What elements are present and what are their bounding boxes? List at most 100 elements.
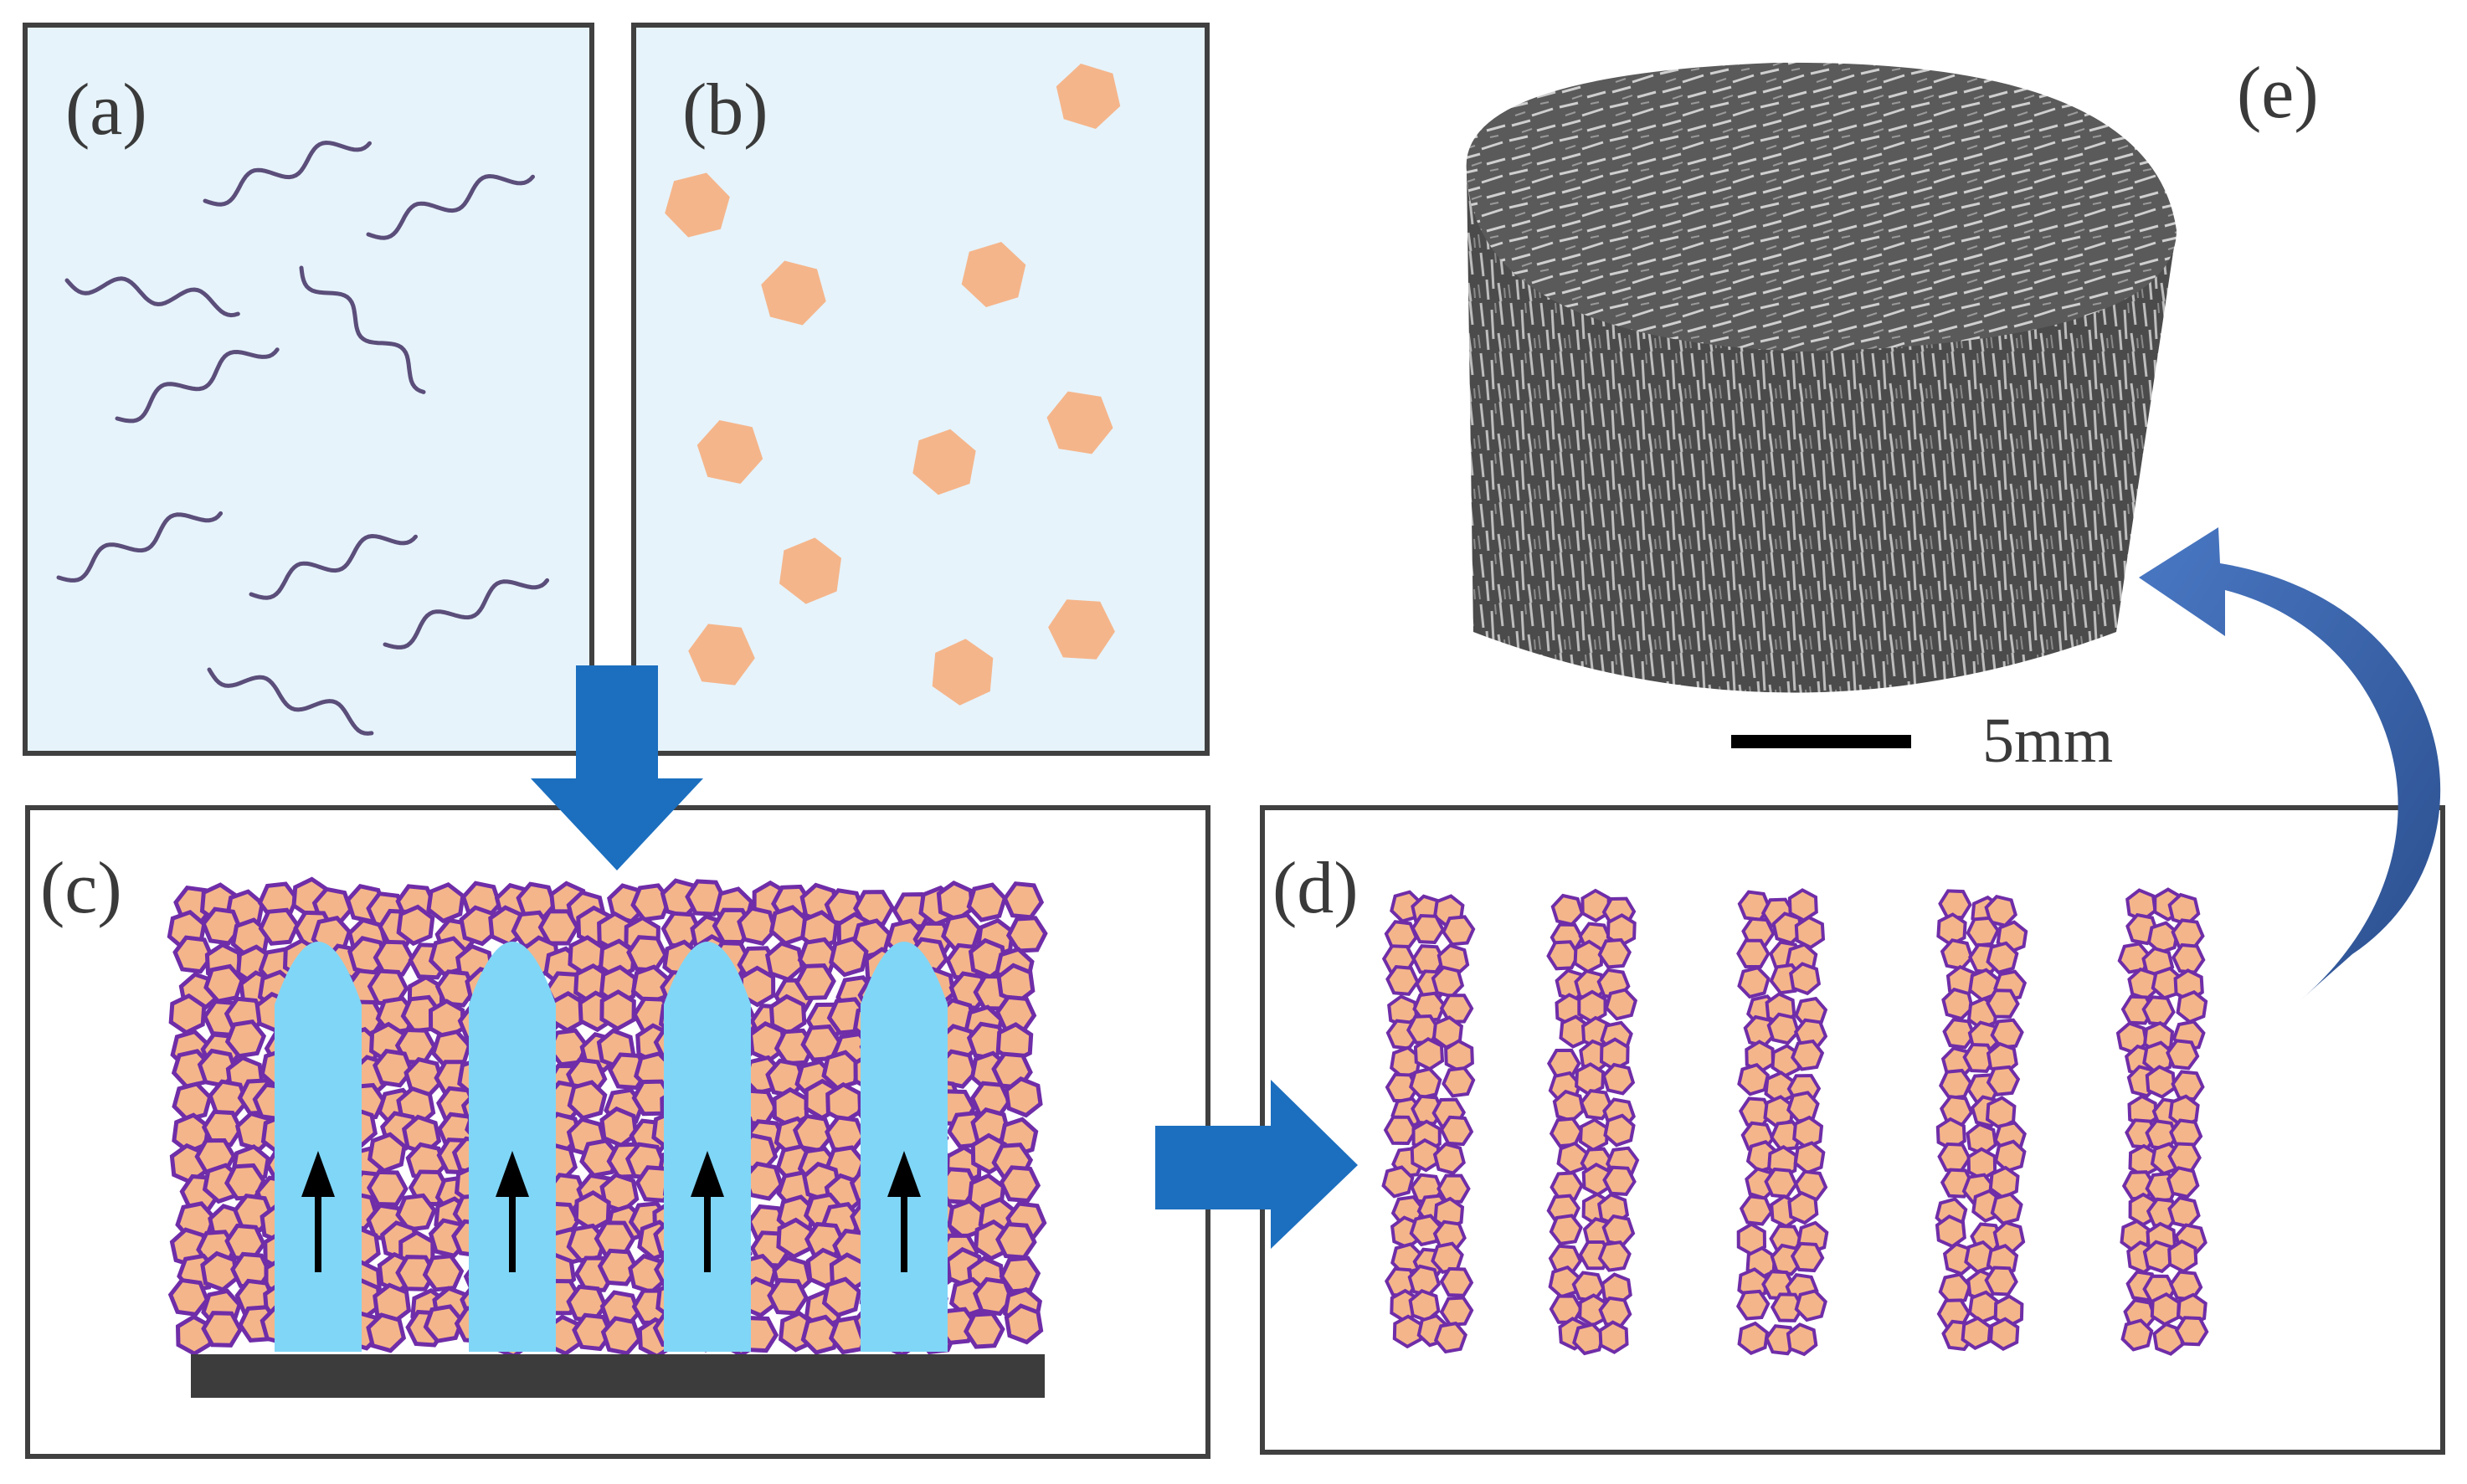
packed-particle bbox=[434, 969, 477, 1008]
lamella-particle bbox=[1598, 1320, 1629, 1354]
ceramic-particles bbox=[665, 64, 1121, 706]
lamella-particle bbox=[1961, 1316, 1992, 1350]
packed-particle bbox=[567, 1080, 608, 1121]
polymer-chain bbox=[299, 265, 426, 394]
lamella-particle bbox=[2145, 1065, 2177, 1099]
lamella-particle bbox=[2167, 1195, 2201, 1229]
ice-crystal bbox=[469, 942, 556, 1352]
lamella-particle bbox=[1739, 1194, 1774, 1226]
lamella-particle bbox=[2174, 1316, 2209, 1347]
lamella-particle bbox=[1432, 1142, 1466, 1175]
lamella-particle bbox=[1993, 1139, 2027, 1173]
lamella-particle bbox=[1411, 913, 1446, 945]
panel-d: (d) bbox=[1260, 805, 2445, 1455]
packed-particle bbox=[1004, 1303, 1044, 1345]
packed-particle bbox=[366, 1312, 407, 1353]
packed-particle bbox=[599, 989, 636, 1031]
packed-particle bbox=[737, 906, 778, 946]
scale-bar bbox=[1731, 735, 1911, 748]
lamella-particle bbox=[1597, 937, 1632, 969]
lamella-particle bbox=[2171, 942, 2206, 974]
lamella-particle bbox=[1990, 1192, 2023, 1225]
panel-d-label: (d) bbox=[1272, 848, 1359, 929]
growth-arrow-shaft bbox=[901, 1193, 907, 1272]
packed-particle bbox=[821, 1276, 862, 1318]
packed-particle bbox=[829, 936, 869, 978]
lamella-particle bbox=[2166, 1166, 2200, 1199]
packed-particle bbox=[597, 1248, 640, 1286]
sintered-lamellae bbox=[1381, 887, 2209, 1357]
lamella-particle bbox=[1935, 1214, 1966, 1249]
packed-particle bbox=[395, 1255, 437, 1291]
packed-particle bbox=[459, 905, 499, 947]
lamella-particle bbox=[1383, 1115, 1418, 1146]
lamella-particle bbox=[1737, 1321, 1770, 1355]
lamella-particle bbox=[1939, 1068, 1973, 1100]
packed-particle bbox=[224, 1019, 267, 1059]
packed-particle bbox=[966, 882, 1008, 922]
lamella-particle bbox=[1942, 1017, 1976, 1050]
lamella-particle bbox=[1439, 1115, 1474, 1147]
packed-particle bbox=[201, 1109, 244, 1148]
packed-particle bbox=[167, 1277, 210, 1317]
lamella-particle bbox=[2141, 995, 2176, 1027]
lamella-particle bbox=[2171, 1070, 2205, 1101]
lamella-particle bbox=[1597, 1240, 1632, 1272]
lamella-particle bbox=[2150, 1291, 2181, 1327]
particle-hexagon bbox=[761, 260, 826, 326]
polymer-chain bbox=[383, 578, 550, 650]
lamella-particle bbox=[1967, 1290, 2000, 1324]
lamella-particle bbox=[1577, 989, 1607, 1024]
panel-e: (e) 5mm bbox=[1466, 53, 2319, 776]
packed-particle bbox=[203, 963, 244, 1004]
panel-a: (a) bbox=[23, 23, 594, 756]
lamella-particle bbox=[1444, 1039, 1474, 1073]
lamella-particle bbox=[1580, 888, 1611, 923]
lamella-particle bbox=[2167, 1142, 2202, 1173]
lamella-particle bbox=[1737, 1062, 1771, 1096]
packed-particle bbox=[396, 904, 435, 947]
polymer-chain bbox=[56, 511, 224, 583]
packed-particle bbox=[767, 1278, 809, 1316]
packed-particle bbox=[764, 941, 805, 983]
curved-arrow-icon bbox=[2139, 527, 2441, 1000]
panel-a-label: (a) bbox=[65, 69, 147, 151]
packed-particle bbox=[964, 1312, 1005, 1349]
lamella-particle bbox=[1988, 1317, 2020, 1352]
particle-hexagon bbox=[961, 242, 1026, 307]
lamella-particle bbox=[1413, 1036, 1445, 1071]
packed-particle bbox=[373, 1049, 414, 1088]
packed-particle bbox=[794, 963, 836, 1001]
lamella-particle bbox=[1789, 962, 1822, 996]
packed-particle bbox=[224, 1163, 266, 1201]
packed-particle bbox=[422, 1254, 465, 1292]
cold-substrate bbox=[191, 1354, 1045, 1398]
lamella-particle bbox=[1433, 1321, 1467, 1354]
particle-hexagon bbox=[912, 429, 976, 496]
lamella-particle bbox=[1578, 1117, 1610, 1153]
lamella-particle bbox=[1990, 1018, 2024, 1050]
lamella-particle bbox=[1604, 988, 1638, 1021]
lamella-particle bbox=[1986, 941, 2019, 974]
ice-crystal bbox=[861, 942, 948, 1352]
particle-hexagon bbox=[665, 172, 730, 238]
lamella-particle bbox=[1442, 1066, 1476, 1098]
lamella-particle bbox=[1385, 965, 1420, 996]
lamella-particle bbox=[1602, 1165, 1637, 1196]
lamella-particle bbox=[1556, 1141, 1589, 1175]
lamella-particle bbox=[1764, 1167, 1798, 1199]
ice-crystal bbox=[275, 942, 362, 1352]
up-arrow-icon bbox=[301, 1151, 335, 1197]
lamella-particle bbox=[1736, 1289, 1771, 1321]
lamella-particle bbox=[2166, 1039, 2200, 1071]
lamella-particle bbox=[1941, 987, 1975, 1021]
panel-e-label: (e) bbox=[2237, 53, 2319, 134]
packed-particle bbox=[972, 1276, 1015, 1317]
lamella-particle bbox=[1986, 1065, 2021, 1096]
packed-particle bbox=[626, 935, 668, 973]
scale-bar-label: 5mm bbox=[1982, 706, 2113, 776]
particle-hexagon bbox=[696, 420, 763, 484]
lamella-particle bbox=[1794, 1289, 1827, 1322]
packed-particle bbox=[426, 881, 465, 924]
